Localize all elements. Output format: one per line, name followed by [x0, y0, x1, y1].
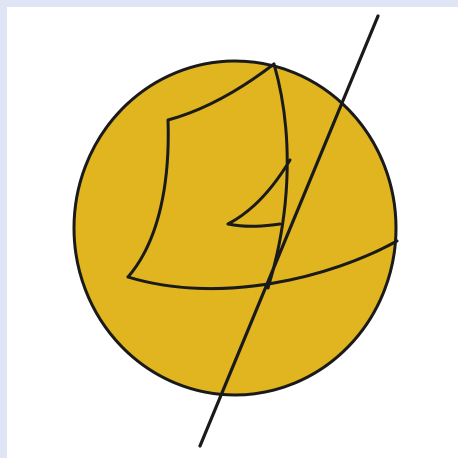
globe-icon	[74, 61, 396, 395]
